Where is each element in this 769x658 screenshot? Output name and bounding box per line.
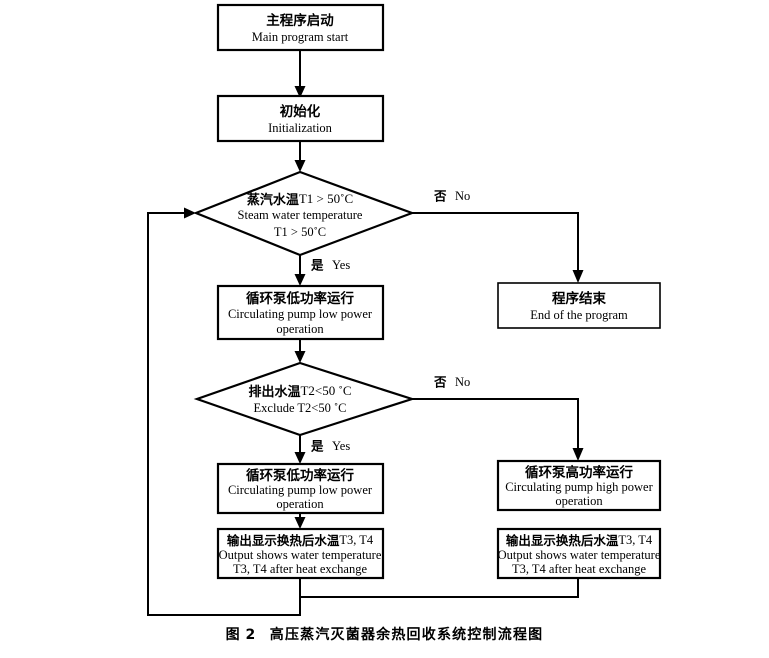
node-end-of-program[interactable]: 程序结束 End of the program: [497, 282, 661, 329]
edge-label-yes-first-cn: 是: [310, 258, 324, 273]
node-start-box: [216, 3, 385, 52]
edge-decision-t2-no: [412, 398, 584, 461]
node-decision-t1-line1: 蒸汽水温T1 > 50˚C: [247, 191, 353, 208]
edge-output-right-feedback: [300, 578, 579, 598]
edge-label-no-first: 否 No: [433, 189, 470, 204]
node-output-display-left-line1: 输出显示换热后水温T3, T4: [227, 533, 374, 548]
node-initialization-label-cn: 初始化: [280, 103, 321, 120]
node-pump-low-power-first-label-cn: 循环泵低功率运行: [246, 290, 354, 307]
node-start[interactable]: 主程序启动 Main program start: [216, 3, 385, 52]
node-decision-t1-line2: Steam water temperature: [238, 208, 363, 222]
node-decision-exclude-water-temperature[interactable]: 排出水温T2<50 ˚C Exclude T2<50 ˚C: [193, 361, 416, 437]
edge-label-yes-first-en: Yes: [332, 258, 350, 272]
node-pump-low-power-second-label-en1: Circulating pump low power: [228, 483, 373, 497]
figure-caption: 图 2 高压蒸汽灭菌器余热回收系统控制流程图: [0, 624, 769, 644]
node-decision-t1-line3: T1 > 50˚C: [274, 225, 326, 239]
node-output-display-right[interactable]: 输出显示换热后水温T3, T4 Output shows water tempe…: [496, 527, 662, 580]
node-output-display-left-box: [216, 527, 385, 580]
node-pump-low-power-first-box: [216, 284, 385, 341]
node-decision-t1-diamond: [193, 170, 416, 257]
node-decision-t1-line1-en: T1 > 50˚C: [299, 191, 353, 206]
node-output-display-right-line1: 输出显示换热后水温T3, T4: [506, 533, 653, 548]
edge-decision-t1-no: [412, 212, 584, 283]
edge-init-to-decision-t1: [294, 141, 306, 172]
node-start-label-en: Main program start: [252, 30, 349, 44]
node-start-label-cn: 主程序启动: [266, 12, 334, 29]
edge-label-yes-second-en: Yes: [332, 439, 350, 453]
node-decision-t2-line1-en: T2<50 ˚C: [300, 383, 351, 398]
node-initialization-label-en: Initialization: [268, 121, 333, 135]
edge-label-no-second-cn: 否: [433, 375, 447, 390]
node-output-display-left-cn-tail: T3, T4: [339, 533, 374, 547]
edge-output-left-feedback-loop: [147, 207, 301, 616]
node-initialization[interactable]: 初始化 Initialization: [216, 94, 385, 143]
node-output-display-left[interactable]: 输出显示换热后水温T3, T4 Output shows water tempe…: [216, 527, 385, 580]
node-end-of-program-label-cn: 程序结束: [552, 290, 606, 307]
node-pump-low-power-first-label-en2: operation: [276, 322, 324, 336]
connectors: [147, 50, 584, 616]
node-output-display-right-en1: Output shows water temperature: [498, 548, 661, 562]
node-output-display-left-en1: Output shows water temperature: [219, 548, 382, 562]
edge-label-no-first-en: No: [455, 189, 470, 203]
node-output-display-left-cn: 输出显示换热后水温: [227, 533, 340, 548]
node-decision-t2-line1: 排出水温T2<50 ˚C: [248, 383, 351, 400]
node-output-display-right-cn: 输出显示换热后水温: [506, 533, 619, 548]
edge-pump-low-1-to-decision-t2: [294, 339, 306, 363]
edge-label-yes-second: 是 Yes: [310, 439, 350, 454]
node-pump-high-power-label-en1: Circulating pump high power: [505, 480, 653, 494]
node-pump-low-power-second-label-en2: operation: [276, 497, 324, 511]
edge-label-no-second: 否 No: [433, 375, 470, 390]
node-end-of-program-label-en: End of the program: [530, 308, 628, 322]
node-end-of-program-box: [497, 282, 661, 329]
node-pump-high-power-box: [496, 459, 662, 512]
node-decision-t1-line1-cn: 蒸汽水温: [247, 192, 299, 208]
node-initialization-box: [216, 94, 385, 143]
edge-label-yes-first: 是 Yes: [310, 258, 350, 273]
node-output-display-left-en2: T3, T4 after heat exchange: [233, 562, 368, 576]
edge-label-no-second-en: No: [455, 375, 470, 389]
node-pump-low-power-first-label-en1: Circulating pump low power: [228, 307, 373, 321]
node-decision-t2-line2: Exclude T2<50 ˚C: [254, 401, 347, 415]
node-decision-t2-line1-cn: 排出水温: [248, 384, 300, 400]
node-pump-low-power-second[interactable]: 循环泵低功率运行 Circulating pump low power oper…: [216, 462, 385, 515]
node-pump-low-power-second-label-cn: 循环泵低功率运行: [246, 467, 354, 484]
node-pump-high-power-label-cn: 循环泵高功率运行: [525, 464, 633, 481]
node-pump-low-power-second-box: [216, 462, 385, 515]
node-output-display-right-en2: T3, T4 after heat exchange: [512, 562, 647, 576]
figure-caption-title: 高压蒸汽灭菌器余热回收系统控制流程图: [269, 627, 544, 643]
node-pump-high-power-label-en2: operation: [555, 494, 603, 508]
edge-pump-low-2-to-output-left: [294, 513, 306, 529]
edge-decision-t2-yes: [294, 435, 306, 464]
edge-start-to-init: [294, 50, 306, 98]
node-pump-low-power-first[interactable]: 循环泵低功率运行 Circulating pump low power oper…: [216, 284, 385, 341]
node-pump-high-power[interactable]: 循环泵高功率运行 Circulating pump high power ope…: [496, 459, 662, 512]
edge-label-no-first-cn: 否: [433, 189, 447, 204]
node-decision-t2-diamond: [193, 361, 416, 437]
node-decision-steam-water-temperature[interactable]: 蒸汽水温T1 > 50˚C Steam water temperature T1…: [193, 170, 416, 257]
node-output-display-right-cn-tail: T3, T4: [618, 533, 653, 547]
node-output-display-right-box: [496, 527, 662, 580]
edge-label-yes-second-cn: 是: [310, 439, 324, 454]
figure-caption-number: 图 2: [225, 627, 256, 643]
edge-decision-t1-yes: [294, 255, 306, 286]
